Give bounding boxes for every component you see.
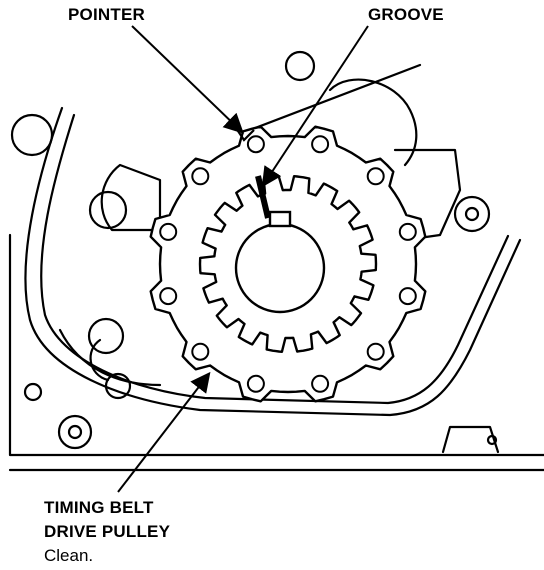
flange-bolt-hole <box>246 374 265 393</box>
backplate-left-bump <box>89 338 110 382</box>
pointer-label: POINTER <box>68 5 145 24</box>
flange-bolt-hole <box>366 167 385 186</box>
groove-mark <box>255 175 271 219</box>
flange-bolt-hole <box>246 135 265 154</box>
block-hole-small-left <box>23 382 43 402</box>
groove-label: GROOVE <box>368 5 444 24</box>
keyway <box>268 210 292 228</box>
flange-bolt-hole <box>398 222 417 241</box>
backplate-right-bracket <box>393 148 462 242</box>
flange-bolt-hole <box>191 342 210 361</box>
flange-bolt-hole <box>398 287 417 306</box>
bottom-right-bracket <box>441 425 500 454</box>
idler-pulley-outer <box>453 195 491 233</box>
bracket-bolt <box>486 434 498 446</box>
pulley-label-line2: DRIVE PULLEY <box>44 522 171 541</box>
flange-bolt-hole <box>311 135 330 154</box>
crankshaft-bore <box>234 222 326 314</box>
backplate-upper-curve <box>328 78 418 167</box>
flange-bolt-hole <box>366 342 385 361</box>
backplate-outline <box>100 163 162 232</box>
flange-bolt-hole <box>159 222 178 241</box>
backplate-top-line <box>248 63 422 132</box>
block-hole-small-bottom <box>104 372 132 400</box>
drive-pulley-bolt-holes <box>159 135 417 393</box>
backplate-bottom-curve <box>58 328 162 387</box>
groove-arrow <box>261 25 369 188</box>
block-hole-large <box>10 113 54 157</box>
engine-block-outline <box>8 233 544 457</box>
flange-bolt-hole <box>159 287 178 306</box>
block-hole-top <box>284 50 316 82</box>
pulley-arrow <box>117 371 211 493</box>
pointer-arrow <box>131 25 244 134</box>
flange-bolt-hole <box>191 167 210 186</box>
block-hole-left <box>88 190 128 230</box>
idler-pulley-inner <box>464 206 480 222</box>
bottom-idler-outer <box>57 414 93 450</box>
timing-belt-outer <box>24 106 522 417</box>
pulley-note: Clean. <box>44 546 94 565</box>
block-hole-left-low <box>87 317 125 355</box>
flange-bolt-hole <box>311 374 330 393</box>
pulley-label-line1: TIMING BELT <box>44 498 154 517</box>
bottom-idler-inner <box>67 424 83 440</box>
